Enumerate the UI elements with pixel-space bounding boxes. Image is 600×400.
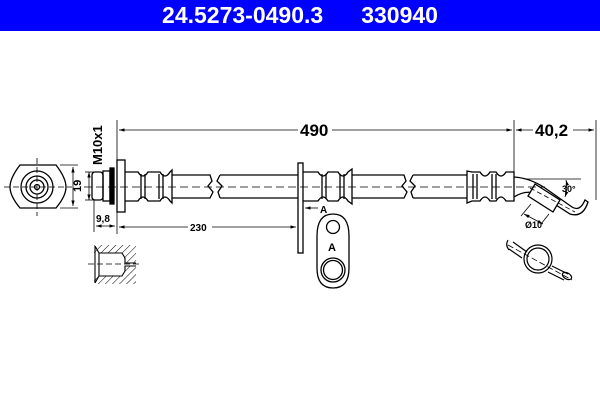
tube-diameter-callout	[520, 203, 550, 225]
end-offset-label: 40,2	[535, 121, 568, 140]
label-bg	[533, 120, 573, 138]
thread-label: M10x1	[90, 125, 105, 165]
port-section-view	[88, 245, 140, 284]
label-bg	[298, 120, 332, 138]
bracket-position-label: 230	[190, 223, 207, 234]
title-bar: 24.5273-0490.3 330940	[0, 0, 600, 31]
thread-dimension	[85, 171, 95, 201]
overall-length-dimension	[116, 120, 597, 200]
flange-width-label: 19	[72, 180, 84, 192]
hose-side-view	[84, 159, 589, 254]
banjo-detail-view	[506, 239, 573, 281]
section-view-label: A	[328, 242, 336, 254]
overall-length-label: 490	[300, 121, 328, 140]
end-view-flange	[4, 158, 78, 216]
bracket-section-view	[316, 213, 350, 289]
fitting-length-dimension	[93, 200, 115, 232]
section-marker-label: A	[320, 205, 327, 216]
technical-drawing: 19	[4, 120, 597, 289]
fitting-length-label: 9,8	[96, 214, 110, 225]
tube-diameter-label: Ø10	[525, 220, 542, 230]
bend-angle-label: 30°	[562, 184, 576, 194]
part-number: 24.5273-0490.3	[162, 2, 324, 28]
reference-number: 330940	[361, 2, 438, 28]
bend-angle-marker	[526, 178, 581, 198]
label-bg	[188, 221, 212, 233]
